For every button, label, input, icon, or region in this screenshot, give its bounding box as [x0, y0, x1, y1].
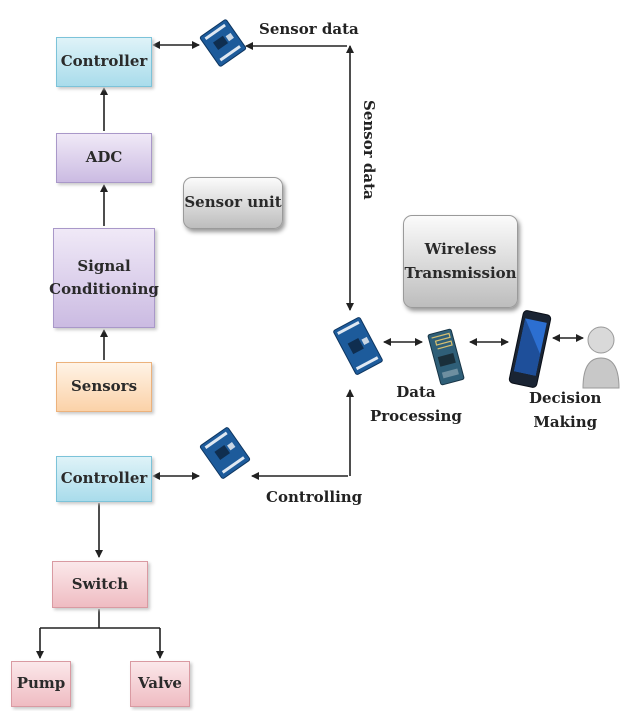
controller-top-box: Controller — [56, 37, 152, 87]
sensors-label: Sensors — [70, 377, 138, 396]
controller-bottom-label: Controller — [60, 469, 148, 488]
valve-box: Valve — [130, 661, 190, 707]
adc-label: ADC — [85, 148, 123, 167]
controller-top-label: Controller — [60, 52, 148, 71]
data-processing-line1: Data — [396, 383, 436, 401]
pump-label: Pump — [16, 674, 66, 693]
pump-box: Pump — [11, 661, 71, 707]
wireless-transmission-box: Wireless Transmission — [403, 215, 518, 308]
arduino-board-icon-middle — [333, 317, 383, 375]
sensors-box: Sensors — [56, 362, 152, 412]
decision-making-line2: Making — [533, 413, 598, 431]
user-icon — [582, 326, 620, 389]
signal-conditioning-label-line1: Signal — [77, 256, 131, 275]
signal-conditioning-label-line2: Conditioning — [49, 280, 159, 298]
wireless-transmission-label-line2: Transmission — [404, 263, 517, 282]
sensor-data-vertical-label: Sensor data — [360, 100, 378, 200]
sensor-unit-box: Sensor unit — [183, 177, 283, 229]
switch-label: Switch — [71, 574, 129, 593]
data-processing-line2: Processing — [370, 407, 462, 425]
arduino-board-icon-bottom — [199, 427, 251, 479]
wifi-module-icon — [427, 328, 465, 386]
sensor-data-top-label: Sensor data — [259, 20, 359, 38]
smartphone-icon — [508, 310, 552, 388]
adc-box: ADC — [56, 133, 152, 183]
signal-conditioning-box: Signal Conditioning — [49, 228, 159, 328]
controlling-label: Controlling — [266, 488, 363, 506]
sensor-unit-label: Sensor unit — [184, 193, 282, 212]
wireless-transmission-label-line1: Wireless — [424, 240, 497, 259]
decision-making-line1: Decision — [529, 389, 602, 407]
data-processing-label: Data Processing — [370, 380, 462, 428]
arduino-board-icon-top — [199, 19, 247, 67]
decision-making-label: Decision Making — [529, 386, 601, 434]
controller-bottom-box: Controller — [56, 456, 152, 502]
valve-label: Valve — [138, 674, 182, 693]
switch-box: Switch — [52, 561, 148, 608]
